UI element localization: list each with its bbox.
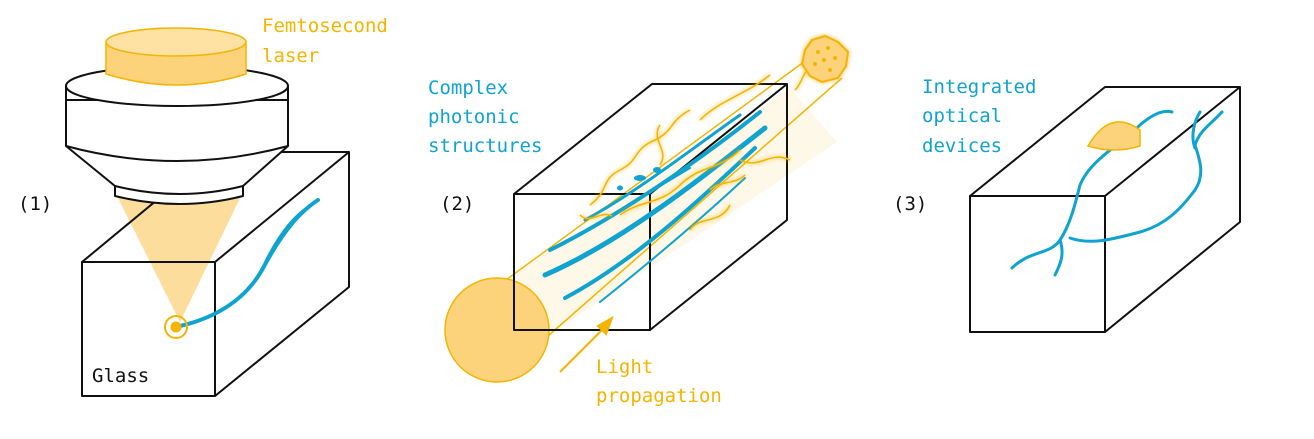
glass-block-3 — [969, 86, 1241, 333]
devices-label-line3: devices — [922, 135, 1003, 157]
panel-3 — [969, 86, 1241, 333]
laser-label-line2: laser — [262, 45, 320, 67]
glass-label: Glass — [92, 365, 150, 387]
laser-beam-cone — [115, 192, 243, 322]
light-label-line2: propagation — [596, 385, 722, 407]
glowing-emitter — [800, 34, 850, 84]
panel-2 — [444, 34, 850, 383]
laser-label-line1: Femtosecond — [262, 15, 388, 37]
light-column — [495, 88, 837, 336]
propagation-arrow — [559, 315, 614, 373]
step-3-label: (3) — [893, 193, 928, 215]
laser-source — [105, 27, 247, 86]
waveguide-line-1b — [264, 201, 317, 263]
panel-1 — [65, 27, 350, 397]
optical-device-network — [1010, 109, 1224, 277]
structures-label-line1: Complex — [428, 77, 509, 99]
step-1-label: (1) — [18, 193, 53, 215]
glass-block-2 — [513, 83, 788, 331]
structures-label-line2: photonic — [428, 106, 520, 128]
focal-spot — [170, 321, 182, 333]
light-label-line1: Light — [596, 356, 654, 378]
photonic-structures — [542, 110, 768, 303]
structures-label-line3: structures — [428, 135, 543, 157]
dome-device — [1086, 121, 1141, 151]
focal-spot-ring — [164, 315, 188, 339]
step-2-label: (2) — [440, 193, 475, 215]
devices-label-line1: Integrated — [922, 76, 1037, 98]
devices-label-line2: optical — [922, 105, 1003, 127]
waveguide-line-1 — [178, 198, 320, 328]
